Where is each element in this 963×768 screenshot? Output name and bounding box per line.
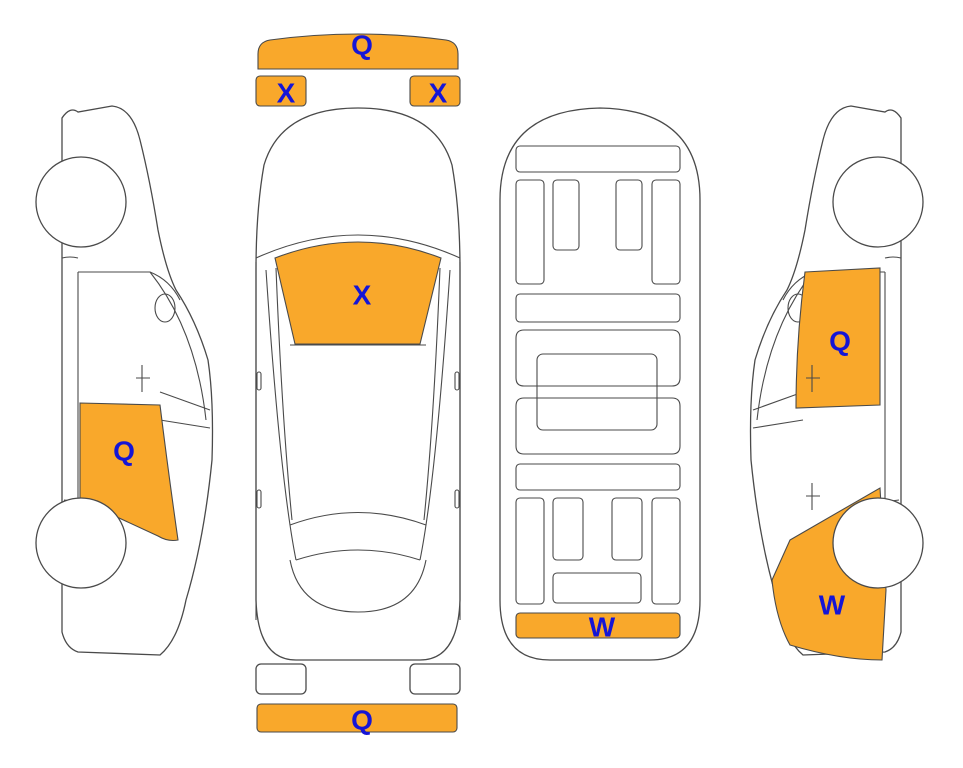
- damage-labels: Q X X X Q W Q Q W: [113, 30, 851, 736]
- left-rear-wheel: [35, 497, 127, 589]
- front-left-light-panel[interactable]: [255, 75, 307, 107]
- right-front-wheel: [832, 156, 924, 248]
- rear-bumper-panel[interactable]: [256, 703, 458, 733]
- front-bumper-label: Q: [351, 30, 373, 61]
- rear-parts: [255, 663, 461, 733]
- underside-body: [499, 107, 701, 661]
- right-front-door-label: Q: [829, 326, 851, 357]
- underside-view: [499, 107, 701, 661]
- right-rear-fender-label: W: [819, 590, 846, 621]
- right-side-view: [749, 105, 924, 661]
- front-right-light-label: X: [429, 78, 448, 109]
- front-right-light-panel[interactable]: [409, 75, 461, 107]
- left-front-wheel: [35, 156, 127, 248]
- right-front-door-panel[interactable]: [795, 267, 881, 409]
- top-view-body: [255, 107, 461, 661]
- left-rear-door-label: Q: [113, 436, 135, 467]
- windshield-label: X: [353, 280, 372, 311]
- rear-bumper-label: Q: [351, 705, 373, 736]
- rear-bumper-bottom-label: W: [589, 612, 616, 643]
- top-view: [255, 107, 461, 661]
- front-left-light-label: X: [277, 78, 296, 109]
- left-side-view: [35, 105, 214, 656]
- rear-bumper-bottom-panel[interactable]: [515, 612, 681, 639]
- windshield-panel[interactable]: [274, 241, 442, 345]
- right-rear-wheel: [832, 497, 924, 589]
- rear-right-light: [409, 663, 461, 695]
- rear-left-light: [255, 663, 307, 695]
- front-bumper-panel[interactable]: [257, 33, 459, 70]
- front-parts: [255, 33, 461, 107]
